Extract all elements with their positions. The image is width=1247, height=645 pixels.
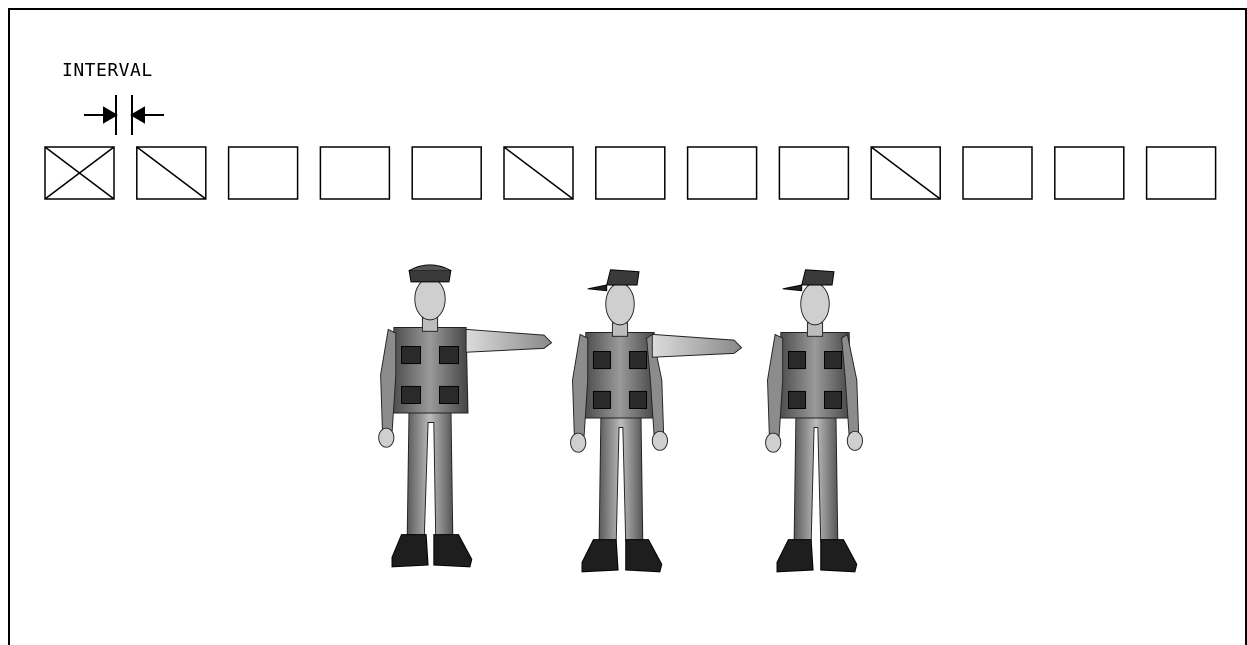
formation-box [1055, 147, 1124, 199]
formation-box [137, 147, 206, 199]
formation-box [688, 147, 757, 199]
formation-box [779, 147, 848, 199]
formation-box [504, 147, 573, 199]
interval-left-arrowhead [104, 108, 116, 122]
formation-box [229, 147, 298, 199]
formation-box [596, 147, 665, 199]
formation-box [320, 147, 389, 199]
soldier-1 [379, 265, 552, 567]
soldiers-illustration [379, 265, 863, 572]
formation-row [45, 147, 1216, 199]
interval-right-arrowhead [132, 108, 144, 122]
formation-box [1147, 147, 1216, 199]
formation-box [45, 147, 114, 199]
interval-marker [84, 95, 164, 135]
formation-box [963, 147, 1032, 199]
soldier-2 [571, 270, 742, 572]
formation-box [412, 147, 481, 199]
soldier-3 [766, 270, 863, 572]
formation-box [871, 147, 940, 199]
